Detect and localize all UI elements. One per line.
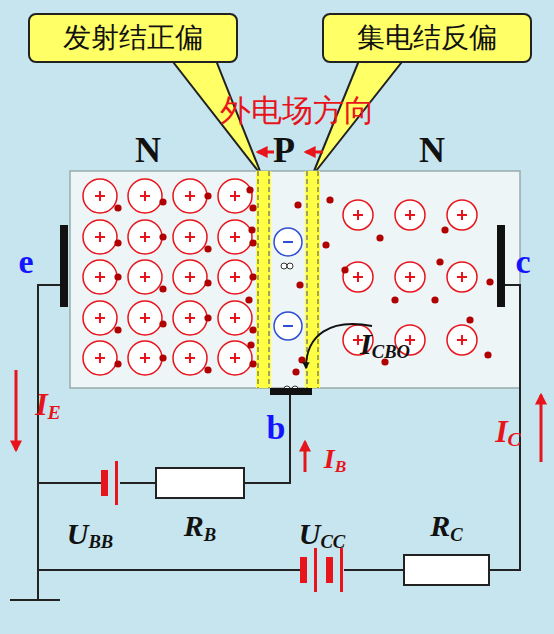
positive-ion [343,200,373,230]
positive-ion [128,260,162,294]
negative-ion [274,228,302,256]
positive-ion [218,341,252,375]
junction-edge [268,171,269,388]
holes [281,263,298,392]
region-label: P [273,129,295,171]
positive-ion [83,220,117,254]
field-arrow [258,151,274,154]
terminal-label: e [18,243,33,281]
positive-ion [83,179,117,213]
callout-box: 集电结反偏 [322,13,532,63]
current-arrow [540,395,543,462]
resistor-label: RB [184,509,216,546]
positive-ion [395,200,425,230]
positive-ion [218,301,252,335]
voltage-label: UCC [299,517,345,554]
junction-edge [317,171,318,388]
positive-ion [173,260,207,294]
positive-ion [83,260,117,294]
positive-ion [343,262,373,292]
voltage-label: UBB [67,517,113,554]
current-arrow [304,442,307,472]
positive-ion [83,301,117,335]
field-direction-label: 外电场方向 [220,90,375,132]
positive-ion [128,341,162,375]
field-arrow [306,151,323,154]
battery-symbol [101,461,118,505]
positive-ion [128,301,162,335]
current-label: ICBO [360,327,410,364]
callout-box: 发射结正偏 [28,13,238,63]
semiconductor-body [70,171,520,388]
positive-ion [447,325,477,355]
current-label: IC [495,413,521,452]
wires [10,285,520,600]
electrons [114,186,493,375]
terminal-label: c [515,243,530,281]
positive-ion [128,179,162,213]
current-arrow [15,370,18,450]
positive-ion [173,179,207,213]
positive-ion [83,341,117,375]
callout-text: 集电结反偏 [357,19,497,57]
resistor-label: RC [430,509,462,546]
junction-edge [257,171,258,388]
region-label: N [419,129,445,171]
positive-ion [173,220,207,254]
positive-ion [128,220,162,254]
region-label: N [135,129,161,171]
positive-ion [218,260,252,294]
positive-ion [218,179,252,213]
battery-symbol [300,548,343,592]
negative-ion [274,312,302,340]
callout-text: 发射结正偏 [63,19,203,57]
positive-ion [218,220,252,254]
positive-ion [447,262,477,292]
icbo-arrow [306,324,372,368]
positive-ion [395,262,425,292]
depletion-layer [256,171,271,388]
current-label: IE [35,386,61,425]
positive-ion [173,301,207,335]
resistor-symbol: RB [155,467,245,499]
base-electrode [270,388,312,395]
collector-electrode [497,225,505,307]
terminal-label: b [267,409,286,447]
positive-ion [447,200,477,230]
emitter-electrode [60,225,68,307]
positive-ion [173,341,207,375]
current-label: IB [324,443,347,477]
resistor-symbol: RC [403,554,490,586]
